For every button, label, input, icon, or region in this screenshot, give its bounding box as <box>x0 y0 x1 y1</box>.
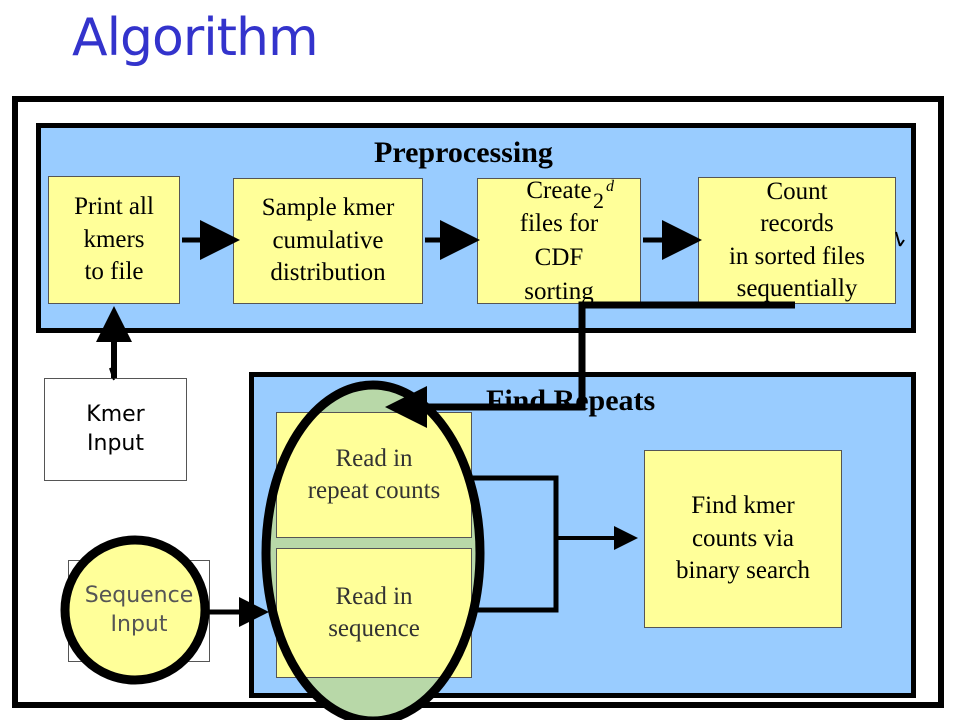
step-line: files for <box>519 210 599 238</box>
step-line: to file <box>84 258 144 286</box>
print-kmers-step: Print all kmers to file <box>48 176 180 304</box>
sample-kmer-step: Sample kmer cumulative distribution <box>233 178 423 304</box>
create-files-step: Create files for CDF sorting <box>477 177 641 305</box>
step-line: sequentially <box>736 275 858 302</box>
step-line: Print all <box>74 193 154 221</box>
step-line: kmers <box>83 225 145 253</box>
read-repeat-counts-step: Read in repeat counts <box>276 412 472 538</box>
input-line: Input <box>87 430 144 456</box>
step-line: sorting <box>524 277 594 305</box>
step-line: distribution <box>270 259 386 287</box>
step-line: Count <box>766 177 828 205</box>
step-line: binary search <box>676 557 810 585</box>
kmer-input: Kmer Input <box>44 378 187 481</box>
read-sequence-step: Read in sequence <box>276 548 472 678</box>
input-line: Kmer <box>86 401 145 427</box>
input-line: Sequence <box>84 583 194 609</box>
superscript-two: 2 <box>593 188 604 213</box>
find-kmer-counts-step: Find kmer counts via binary search <box>644 450 842 628</box>
step-line: in sorted files <box>728 242 866 270</box>
input-line: Input <box>110 612 168 637</box>
step-line: cumulative <box>272 226 384 254</box>
step-line: records <box>760 210 834 237</box>
slide-title: Algorithm <box>72 8 319 68</box>
step-line: Sample kmer <box>261 194 395 222</box>
step-line: Read in <box>335 582 413 610</box>
step-line: CDF <box>534 244 584 271</box>
step-line: counts via <box>691 524 795 552</box>
step-line: Read in <box>335 444 413 472</box>
step-line: Find kmer <box>691 492 795 520</box>
step-line: Create <box>526 176 592 204</box>
count-records-step: Count records in sorted files sequential… <box>698 177 896 304</box>
step-line: sequence <box>328 615 420 642</box>
find-repeats-title: Find Repeats <box>486 384 656 417</box>
superscript-d: d <box>606 178 614 195</box>
preprocessing-title: Preprocessing <box>374 136 553 169</box>
sequence-input-label: Sequence Input <box>68 560 210 662</box>
step-line: repeat counts <box>307 477 441 504</box>
